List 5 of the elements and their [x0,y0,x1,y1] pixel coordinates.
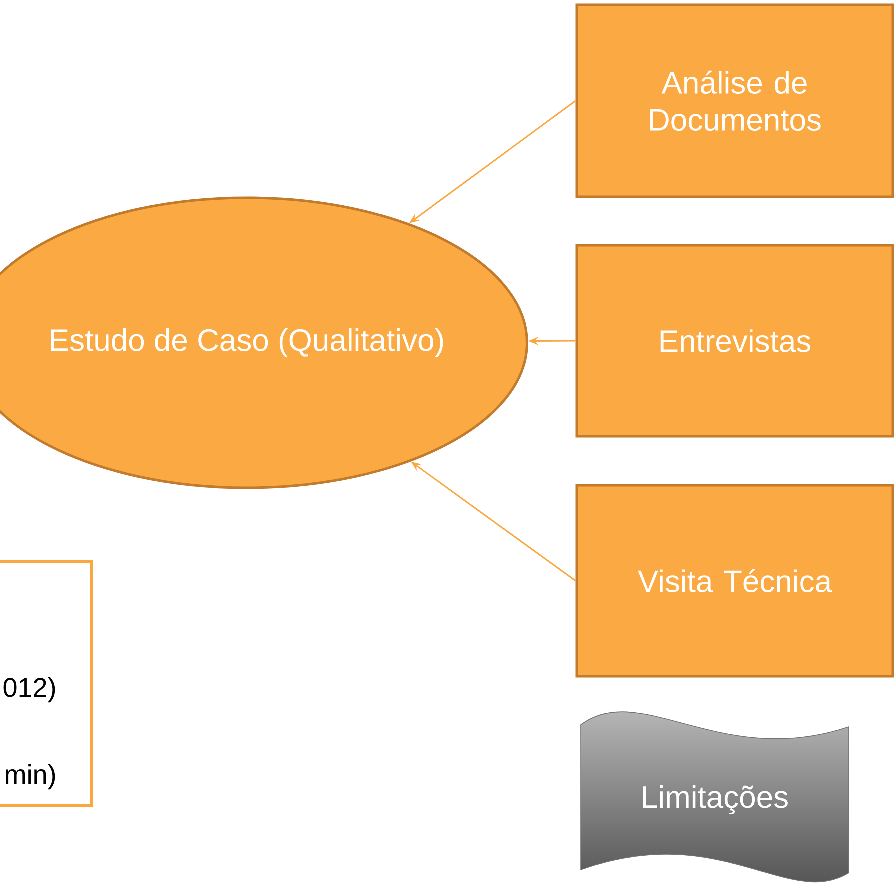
process-box: Entrevistas [576,244,894,438]
process-box: Análise de Documentos [576,4,894,198]
wave-banner: Limitações [580,712,850,883]
text-box: 012) min) [0,560,94,808]
process-box: Visita Técnica [576,484,894,678]
